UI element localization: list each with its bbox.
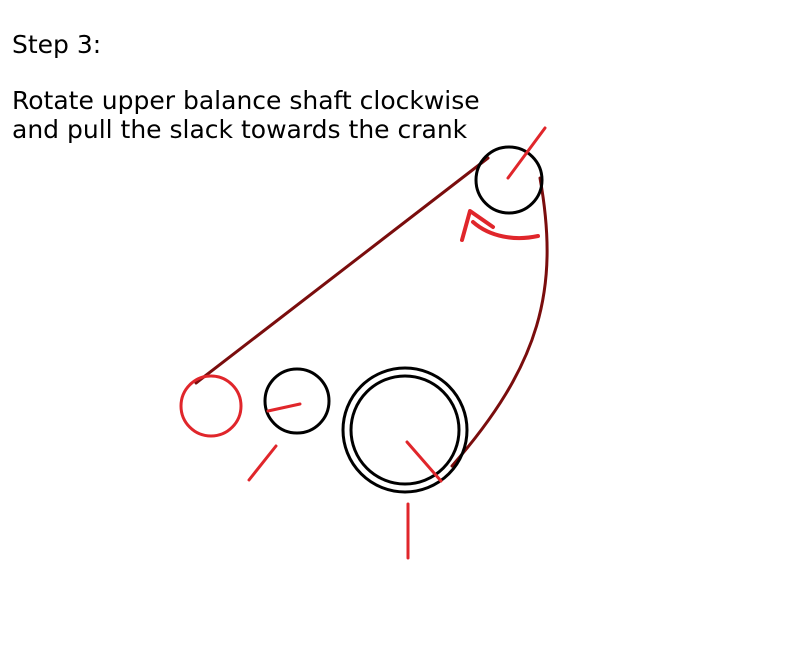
crank-pulley-inner [349,374,461,486]
crank-pulley-timing-mark [405,440,443,483]
idler-pulley [263,367,331,435]
instruction-text: Rotate upper balance shaft clockwise and… [12,86,480,144]
upper-balance-shaft-pulley [474,126,547,215]
balance-belt [194,156,549,468]
upper-pulley-circle [474,145,544,215]
instruction-line-2: and pull the slack towards the crank [12,115,468,144]
rotation-arrow-arc [471,220,540,240]
rotation-arrow-icon [460,209,540,242]
step-title: Step 3: [12,30,102,59]
lower-pulley-circle [179,374,243,438]
belt-slack-side [194,156,490,385]
upper-pulley-timing-mark [506,126,547,180]
crank-pulley-outer [341,366,469,494]
idler-pulley-mark [266,402,302,413]
idler-reference-mark [247,444,278,482]
rotation-arrow-head [460,209,495,242]
idler-pulley-circle [263,367,331,435]
lower-balance-shaft-pulley [179,374,243,438]
belt-tight-side [450,176,549,468]
instruction-line-1: Rotate upper balance shaft clockwise [12,86,480,115]
crank-pulley [341,366,469,494]
